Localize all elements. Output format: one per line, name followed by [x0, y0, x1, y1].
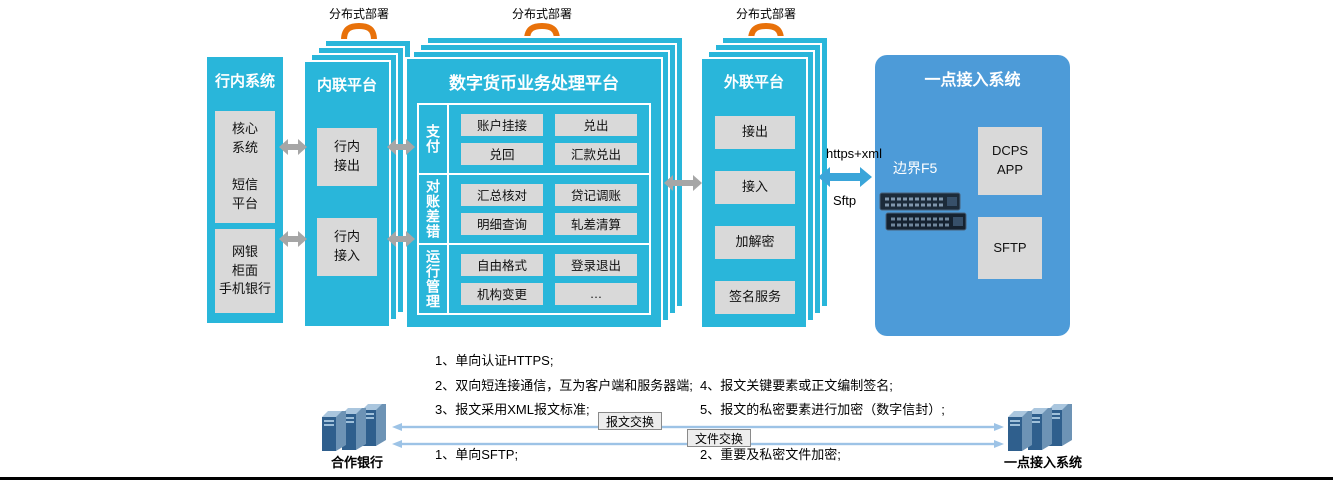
double-headed-arrow-icon: [387, 231, 415, 247]
file-exchange-badge: 文件交换: [687, 429, 751, 447]
panel-title: 数字货币业务处理平台: [449, 74, 619, 93]
blue-double-arrow-icon: [818, 167, 872, 187]
external-item: 接出: [715, 116, 795, 149]
note-file-1: 1、单向SFTP;: [435, 447, 519, 462]
dcep-section-reconciliation: 对账差错 汇总核对 贷记调账 明细查询 轧差清算: [419, 175, 649, 245]
dcep-section-payment: 支付 账户挂接 兑出 兑回 汇款兑出: [419, 105, 649, 175]
double-headed-arrow-icon: [664, 175, 702, 191]
note-msg-4: 4、报文关键要素或正文编制签名;: [700, 378, 893, 393]
section-items: 自由格式 登录退出 机构变更 …: [449, 245, 649, 313]
dcep-item: 汇总核对: [461, 183, 543, 206]
dcep-item: 账户挂接: [461, 113, 543, 136]
sftp-box: SFTP: [978, 217, 1042, 279]
dcep-platform-card: 数字货币业务处理平台 支付 账户挂接 兑出 兑回 汇款兑出 对账差错 汇总核对 …: [405, 57, 663, 329]
internal-platform-card: 内联平台 行内 接出 行内 接入: [303, 60, 391, 328]
message-exchange-arrow-icon: [392, 423, 1004, 431]
deploy-label-2: 分布式部署: [503, 5, 581, 50]
server-tower-group-icon: [322, 404, 386, 451]
section-items: 账户挂接 兑出 兑回 汇款兑出: [449, 105, 649, 173]
double-headed-arrow-icon: [279, 139, 307, 155]
external-platform-stack: 外联平台 接出 接入 加解密 签名服务: [700, 36, 829, 329]
section-items: 汇总核对 贷记调账 明细查询 轧差清算: [449, 175, 649, 243]
network-switch-stack-icon: [879, 192, 967, 231]
section-label: 运行管理: [419, 245, 449, 313]
message-exchange-badge: 报文交换: [598, 412, 662, 430]
dcep-section-operations: 运行管理 自由格式 登录退出 机构变更 …: [419, 245, 649, 313]
dcep-item: 贷记调账: [555, 183, 637, 206]
dcps-app-box: DCPS APP: [978, 127, 1042, 195]
panel-title: 一点接入系统: [924, 72, 1021, 89]
inbank-channels-box: 网银 柜面 手机银行: [215, 229, 275, 313]
server-tower-group-icon: [1008, 404, 1072, 451]
sftp-link-label: Sftp: [833, 193, 857, 208]
distributed-handle-icon: [748, 22, 784, 46]
dcep-platform-stack: 数字货币业务处理平台 支付 账户挂接 兑出 兑回 汇款兑出 对账差错 汇总核对 …: [405, 36, 684, 329]
access-system-bottom-label: 一点接入系统: [1003, 455, 1082, 470]
deploy-label-1: 分布式部署: [320, 5, 398, 50]
panel-title: 内联平台: [316, 77, 377, 94]
https-xml-label: https+xml: [826, 146, 882, 161]
deploy-label-text: 分布式部署: [328, 7, 389, 21]
note-msg-3: 3、报文采用XML报文标准;: [435, 402, 590, 417]
section-label: 支付: [419, 105, 449, 173]
dcep-item: 自由格式: [461, 253, 543, 276]
internal-in-box: 行内 接入: [317, 218, 377, 276]
note-msg-1: 1、单向认证HTTPS;: [435, 353, 554, 368]
deploy-label-text: 分布式部署: [735, 7, 796, 21]
distributed-handle-icon: [341, 22, 377, 46]
panel-title: 外联平台: [723, 74, 784, 91]
bottom-divider: [0, 477, 1333, 480]
external-item: 签名服务: [715, 281, 795, 314]
dcep-item: 机构变更: [461, 282, 543, 305]
note-msg-2: 2、双向短连接通信，互为客户端和服务器端;: [435, 378, 693, 393]
partner-bank-label: 合作银行: [330, 455, 383, 470]
internal-out-box: 行内 接出: [317, 128, 377, 186]
border-f5-label: 边界F5: [893, 160, 938, 176]
internal-platform-stack: 内联平台 行内 接出 行内 接入: [303, 39, 412, 328]
external-item: 接入: [715, 171, 795, 204]
note-msg-5: 5、报文的私密要素进行加密（数字信封）;: [700, 402, 945, 417]
panel-access-system: 一点接入系统 边界F5 DCPS APP SFTP: [875, 55, 1070, 336]
dcep-item: 兑回: [461, 142, 543, 165]
dcep-item: …: [555, 282, 637, 305]
dcep-item: 轧差清算: [555, 212, 637, 235]
external-item: 加解密: [715, 226, 795, 259]
external-platform-card: 外联平台 接出 接入 加解密 签名服务: [700, 57, 808, 329]
dcep-item: 汇款兑出: [555, 142, 637, 165]
deploy-label-3: 分布式部署: [727, 5, 805, 50]
section-label: 对账差错: [419, 175, 449, 243]
double-headed-arrow-icon: [387, 139, 415, 155]
deploy-label-text: 分布式部署: [511, 7, 572, 21]
panel-title: 行内系统: [214, 73, 275, 90]
panel-inbank-system: 行内系统 核心 系统 短信 平台 网银 柜面 手机银行: [207, 57, 283, 323]
double-headed-arrow-icon: [279, 231, 307, 247]
inbank-core-sms-box: 核心 系统 短信 平台: [215, 111, 275, 223]
dcep-grid: 支付 账户挂接 兑出 兑回 汇款兑出 对账差错 汇总核对 贷记调账 明细查询 轧…: [417, 103, 651, 315]
note-file-2: 2、重要及私密文件加密;: [700, 447, 841, 462]
dcep-item: 明细查询: [461, 212, 543, 235]
dcep-item: 登录退出: [555, 253, 637, 276]
distributed-handle-icon: [524, 22, 560, 46]
dcep-item: 兑出: [555, 113, 637, 136]
